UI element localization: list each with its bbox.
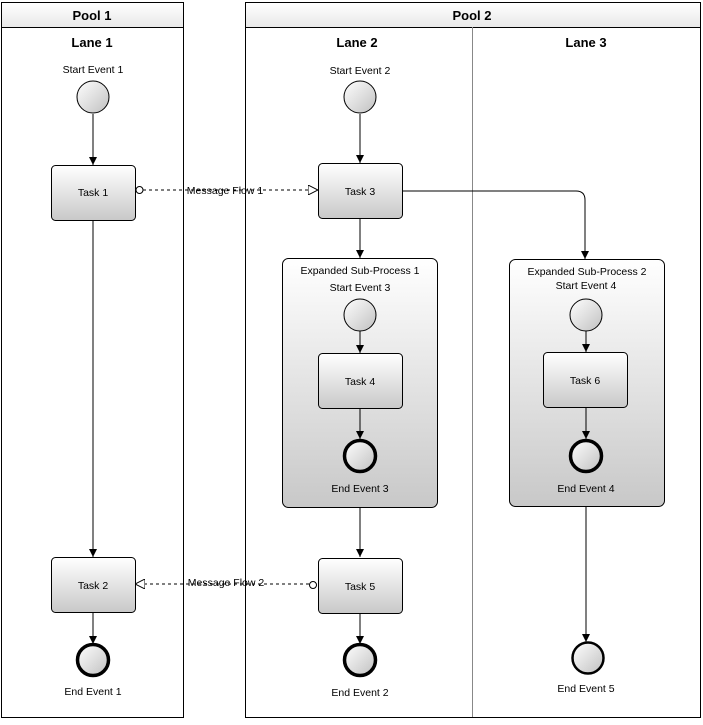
end-event-4-label: End Event 4 xyxy=(557,483,614,495)
message-flow-2-label: Message Flow 2 xyxy=(188,577,265,589)
end-event-5-label: End Event 5 xyxy=(557,683,614,695)
subprocess-1-label: Expanded Sub-Process 1 xyxy=(300,265,419,277)
sequence-flows xyxy=(89,114,590,644)
task-4-label: Task 4 xyxy=(345,376,376,388)
end-event-4[interactable]: End Event 4 xyxy=(557,438,615,496)
task-3[interactable]: Task 3 xyxy=(318,163,403,219)
end-event-2[interactable]: End Event 2 xyxy=(331,642,389,700)
start-event-3[interactable]: Start Event 3 xyxy=(330,282,391,332)
end-event-2-label: End Event 2 xyxy=(331,687,388,699)
flow-task3-sub2 xyxy=(402,190,589,259)
task-5-label: Task 5 xyxy=(345,581,376,593)
end-event-1[interactable]: End Event 1 xyxy=(64,642,122,699)
start-event-3-label: Start Event 3 xyxy=(330,282,391,294)
end-event-5[interactable]: End Event 5 xyxy=(557,641,615,696)
subprocess-2-label: Expanded Sub-Process 2 xyxy=(527,266,646,278)
message-flow-1[interactable]: Message Flow 1 xyxy=(135,185,318,197)
end-event-3-label: End Event 3 xyxy=(331,483,388,495)
start-event-4-label: Start Event 4 xyxy=(556,280,617,292)
pool-2-title: Pool 2 xyxy=(452,8,491,23)
task-4[interactable]: Task 4 xyxy=(318,353,403,409)
start-event-1[interactable]: Start Event 1 xyxy=(63,64,124,114)
lane-2-title: Lane 2 xyxy=(336,35,377,50)
task-2-label: Task 2 xyxy=(78,580,109,592)
task-6-label: Task 6 xyxy=(570,375,601,387)
task-6[interactable]: Task 6 xyxy=(543,352,628,408)
start-event-2[interactable]: Start Event 2 xyxy=(330,65,391,114)
message-flow-2[interactable]: Message Flow 2 xyxy=(135,577,317,589)
task-1-label: Task 1 xyxy=(78,187,109,199)
message-flow-1-label: Message Flow 1 xyxy=(187,185,264,197)
start-event-1-label: Start Event 1 xyxy=(63,64,124,76)
end-event-1-label: End Event 1 xyxy=(64,686,121,698)
task-3-label: Task 3 xyxy=(345,186,376,198)
end-event-3[interactable]: End Event 3 xyxy=(331,438,389,496)
task-2[interactable]: Task 2 xyxy=(51,557,136,613)
lane-1-title: Lane 1 xyxy=(71,35,112,50)
lane-3-title: Lane 3 xyxy=(565,35,606,50)
start-event-4[interactable]: Start Event 4 xyxy=(556,280,617,332)
task-1[interactable]: Task 1 xyxy=(51,165,136,221)
task-5[interactable]: Task 5 xyxy=(318,558,403,614)
pool-1-title: Pool 1 xyxy=(72,8,111,23)
start-event-2-label: Start Event 2 xyxy=(330,65,391,77)
